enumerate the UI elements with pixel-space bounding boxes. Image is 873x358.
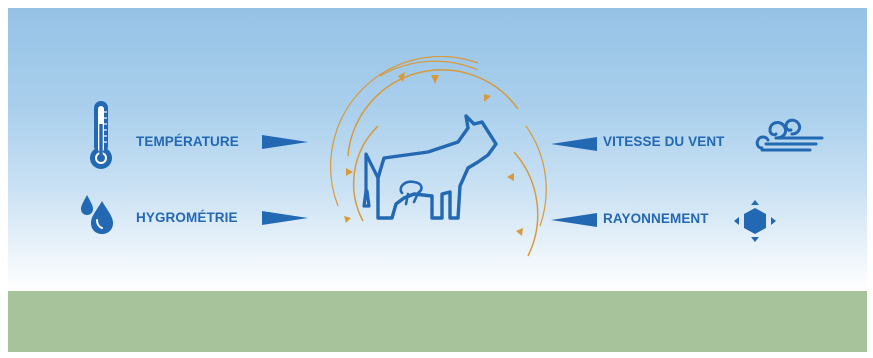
- cow-diagram: [318, 56, 558, 276]
- wind-label: VITESSE DU VENT: [603, 134, 725, 149]
- humidity-label: HYGROMÉTRIE: [136, 210, 238, 225]
- temperature-label: TEMPÉRATURE: [136, 134, 239, 149]
- arrow-right-icon: [262, 133, 308, 151]
- ground-strip: [8, 291, 867, 352]
- radiation-label: RAYONNEMENT: [603, 211, 709, 226]
- arrow-right-icon: [262, 209, 308, 227]
- water-drops-icon: [78, 193, 118, 237]
- arrow-left-icon: [551, 135, 597, 153]
- wind-icon: [754, 112, 824, 162]
- thermometer-icon: [84, 98, 118, 172]
- arrow-left-icon: [551, 211, 597, 229]
- sun-icon: [734, 200, 776, 242]
